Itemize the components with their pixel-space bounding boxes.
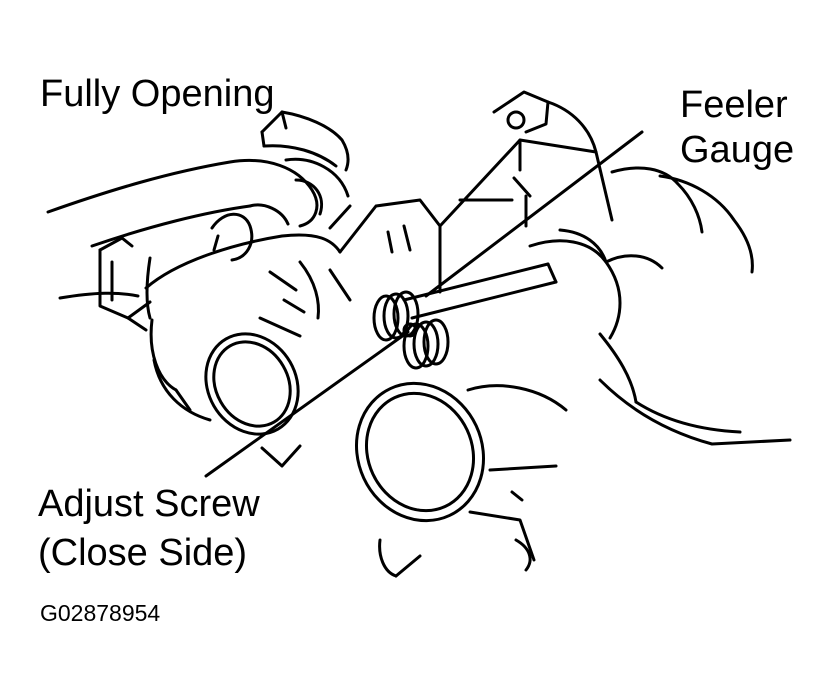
figure-id: G02878954 [40,600,161,626]
upper-intake-bracket [438,90,614,228]
adjust-screw-leader-line [204,330,410,478]
fully-opening-label: Fully Opening [40,73,275,115]
feeler-label: Feeler [680,84,788,126]
right-throttle-bore [354,381,568,562]
feeler-gauge-blade [402,262,558,320]
rotation-arrow-icon [260,110,350,172]
adjust-screw-label: Adjust Screw [38,483,260,525]
left-hand [46,157,350,300]
gauge-label: Gauge [680,129,795,171]
lower-bracket [149,318,532,578]
left-bracket [98,236,152,332]
close-side-label: (Close Side) [38,532,248,574]
return-springs [372,290,450,370]
leader-lines [204,130,644,478]
left-throttle-bore [204,332,300,436]
right-hand [528,166,792,446]
throttle-body-housing [144,198,442,422]
feeler-gauge-leader-line [424,130,644,298]
